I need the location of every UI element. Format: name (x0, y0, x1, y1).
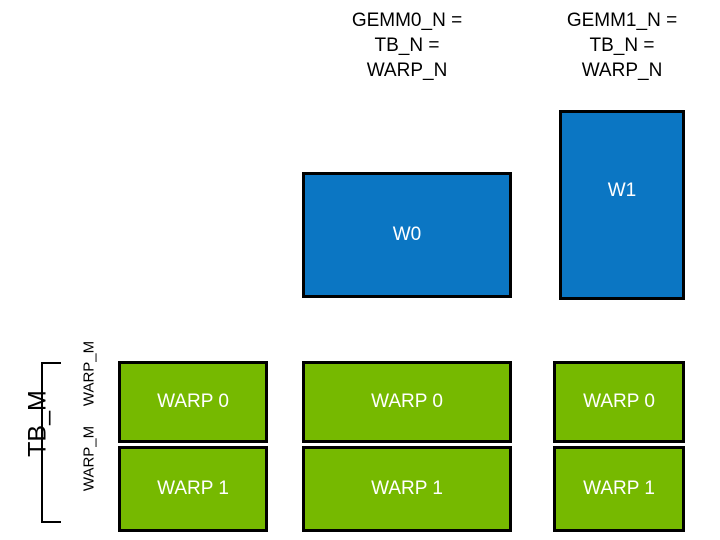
warp-m-label-1: WARP_M (80, 425, 98, 492)
column-header-gemm1: GEMM1_N = TB_N = WARP_N (566, 10, 678, 81)
column-1-warp-0-label: WARP 0 (157, 391, 229, 412)
column-header-gemm0: GEMM0_N = TB_N = WARP_N (351, 10, 463, 81)
column-3-warp-0-box: WARP 0 (553, 361, 685, 443)
column-2-warp-1-box: WARP 1 (302, 446, 512, 532)
column-1-warp-1-box: WARP 1 (118, 446, 268, 532)
column-1-warp-0-box: WARP 0 (118, 361, 268, 443)
column-3-warp-0-label: WARP 0 (583, 391, 655, 412)
tb-m-bracket (41, 362, 61, 523)
warp-tile-w0-label: W0 (392, 224, 422, 245)
column-1-warp-1-label: WARP 1 (157, 478, 229, 499)
column-3-warp-1-label: WARP 1 (583, 478, 655, 499)
warp-tile-w1-label: W1 (607, 180, 637, 201)
column-2-warp-0-label: WARP 0 (371, 391, 443, 412)
column-3-warp-1-box: WARP 1 (553, 446, 685, 532)
warp-tile-w0: W0 (302, 172, 512, 298)
column-2-warp-1-label: WARP 1 (371, 478, 443, 499)
column-2-warp-0-box: WARP 0 (302, 361, 512, 443)
warp-tile-w1: W1 (559, 110, 685, 300)
